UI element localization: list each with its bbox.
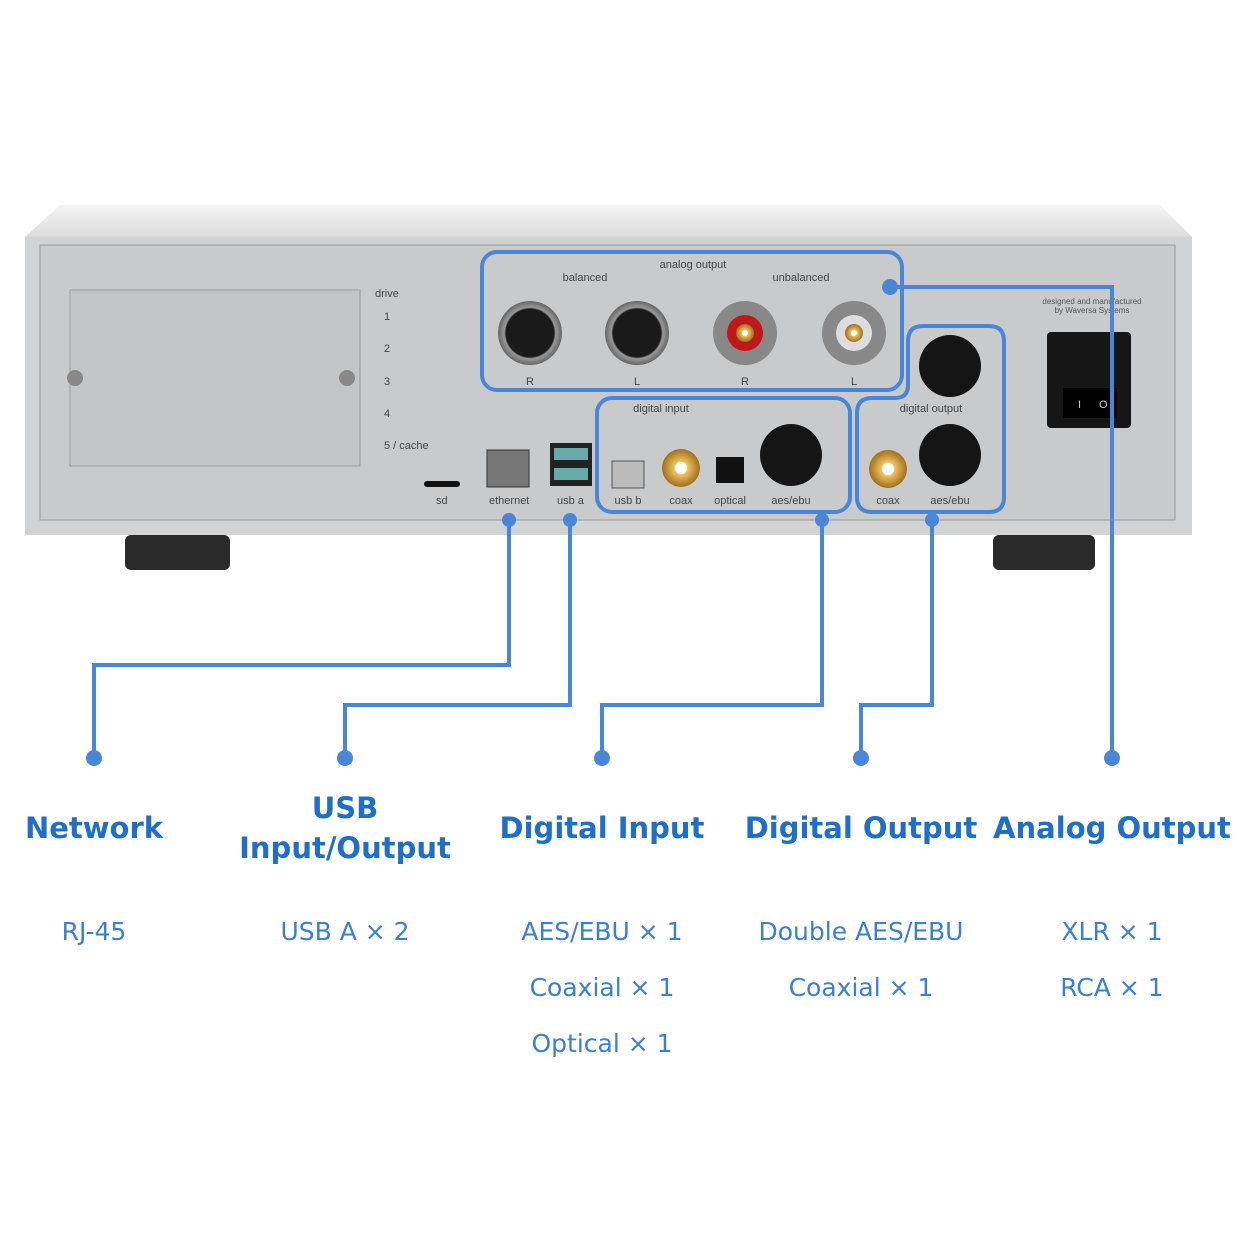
aes-ebu-output-1-icon — [919, 335, 981, 397]
usb-dot — [337, 750, 353, 766]
callout-title: Analog Output — [993, 811, 1231, 845]
callout-title-line-1: USB — [311, 791, 379, 825]
callout-spec: USB A × 2 — [280, 917, 410, 946]
drive-5-cache: 5 / cache — [384, 440, 429, 452]
aes-ebu-label: aes/ebu — [771, 495, 810, 507]
analog-output-label: analog output — [660, 259, 727, 271]
analog-output-dot — [1104, 750, 1120, 766]
thumbscrew-icon — [339, 370, 355, 386]
foot-right — [993, 535, 1095, 570]
callout-spec: Double AES/EBU — [758, 917, 964, 946]
callout-spec: RCA × 1 — [1060, 973, 1164, 1002]
callout-digital-input: Digital Input AES/EBU × 1 Coaxial × 1 Op… — [477, 808, 727, 1072]
digital-output-box — [855, 324, 1006, 514]
optical-label: optical — [714, 495, 746, 507]
channel-l: L — [634, 376, 640, 388]
unbalanced-label: unbalanced — [773, 272, 830, 284]
digital-input-dot — [594, 750, 610, 766]
callout-title: Network — [24, 811, 164, 845]
channel-r: R — [741, 376, 749, 388]
thumbscrew-icon — [67, 370, 83, 386]
foot-left — [125, 535, 230, 570]
optical-port-icon — [716, 457, 744, 483]
usb-a-label: usb a — [557, 495, 585, 507]
switch-on: I — [1078, 399, 1081, 411]
sd-slot — [424, 481, 460, 487]
balanced-label: balanced — [563, 272, 608, 284]
digital-output-dot — [853, 750, 869, 766]
callout-usb: USB Input/Output USB A × 2 — [220, 788, 470, 960]
digital-input-label: digital input — [633, 403, 689, 415]
maker-line-1: designed and manufactured — [1042, 297, 1141, 306]
callout-spec: XLR × 1 — [1061, 917, 1163, 946]
coax-input-icon — [662, 449, 700, 487]
analog-output-leader-line — [890, 285, 1114, 758]
drive-2: 2 — [384, 343, 390, 355]
chassis-top — [25, 205, 1192, 237]
aes-ebu-output-2-icon — [919, 424, 981, 486]
drive-4: 4 — [384, 408, 390, 420]
switch-off: O — [1099, 399, 1108, 411]
coax-output-icon — [869, 450, 907, 488]
callout-spec: Coaxial × 1 — [788, 973, 934, 1002]
usb-b-port-icon — [611, 460, 645, 489]
power-switch[interactable] — [1063, 388, 1117, 418]
callout-title: Digital Output — [744, 811, 978, 845]
callout-spec: RJ-45 — [61, 917, 127, 946]
network-leader-line — [92, 520, 511, 758]
callout-digital-output: Digital Output Double AES/EBU Coaxial × … — [736, 808, 986, 1016]
aes-ebu-output-label: aes/ebu — [930, 495, 969, 507]
coax-label: coax — [669, 495, 693, 507]
ethernet-port-icon — [486, 449, 530, 488]
callout-analog-output: Analog Output XLR × 1 RCA × 1 — [987, 808, 1237, 1016]
digital-output-leader-line — [859, 520, 934, 758]
digital-input-leader-line — [600, 520, 824, 758]
usb-leader-line — [343, 520, 572, 758]
ethernet-label: ethernet — [489, 495, 529, 507]
callout-spec: AES/EBU × 1 — [521, 917, 683, 946]
drive-bay-cover — [69, 289, 361, 467]
maker-line-2: by Waversa Systems — [1055, 306, 1130, 315]
xlr-output-l-icon — [605, 301, 669, 365]
digital-output-label: digital output — [900, 403, 962, 415]
sd-label: sd — [436, 495, 448, 507]
callout-spec: Coaxial × 1 — [529, 973, 675, 1002]
network-dot — [86, 750, 102, 766]
callout-title: Digital Input — [499, 811, 705, 845]
analog-output-box — [480, 250, 904, 392]
callout-network: Network RJ-45 — [0, 808, 219, 960]
aes-ebu-input-icon — [760, 424, 822, 486]
channel-l: L — [851, 376, 857, 388]
drive-3: 3 — [384, 376, 390, 388]
channel-r: R — [526, 376, 534, 388]
xlr-output-r-icon — [498, 301, 562, 365]
drive-1: 1 — [384, 311, 390, 323]
drive-label: drive — [375, 288, 399, 300]
digital-input-box — [595, 396, 852, 514]
callout-spec: Optical × 1 — [531, 1029, 673, 1058]
coax-output-label: coax — [876, 495, 900, 507]
callout-title-line-2: Input/Output — [239, 831, 451, 865]
usb-b-label: usb b — [615, 495, 642, 507]
